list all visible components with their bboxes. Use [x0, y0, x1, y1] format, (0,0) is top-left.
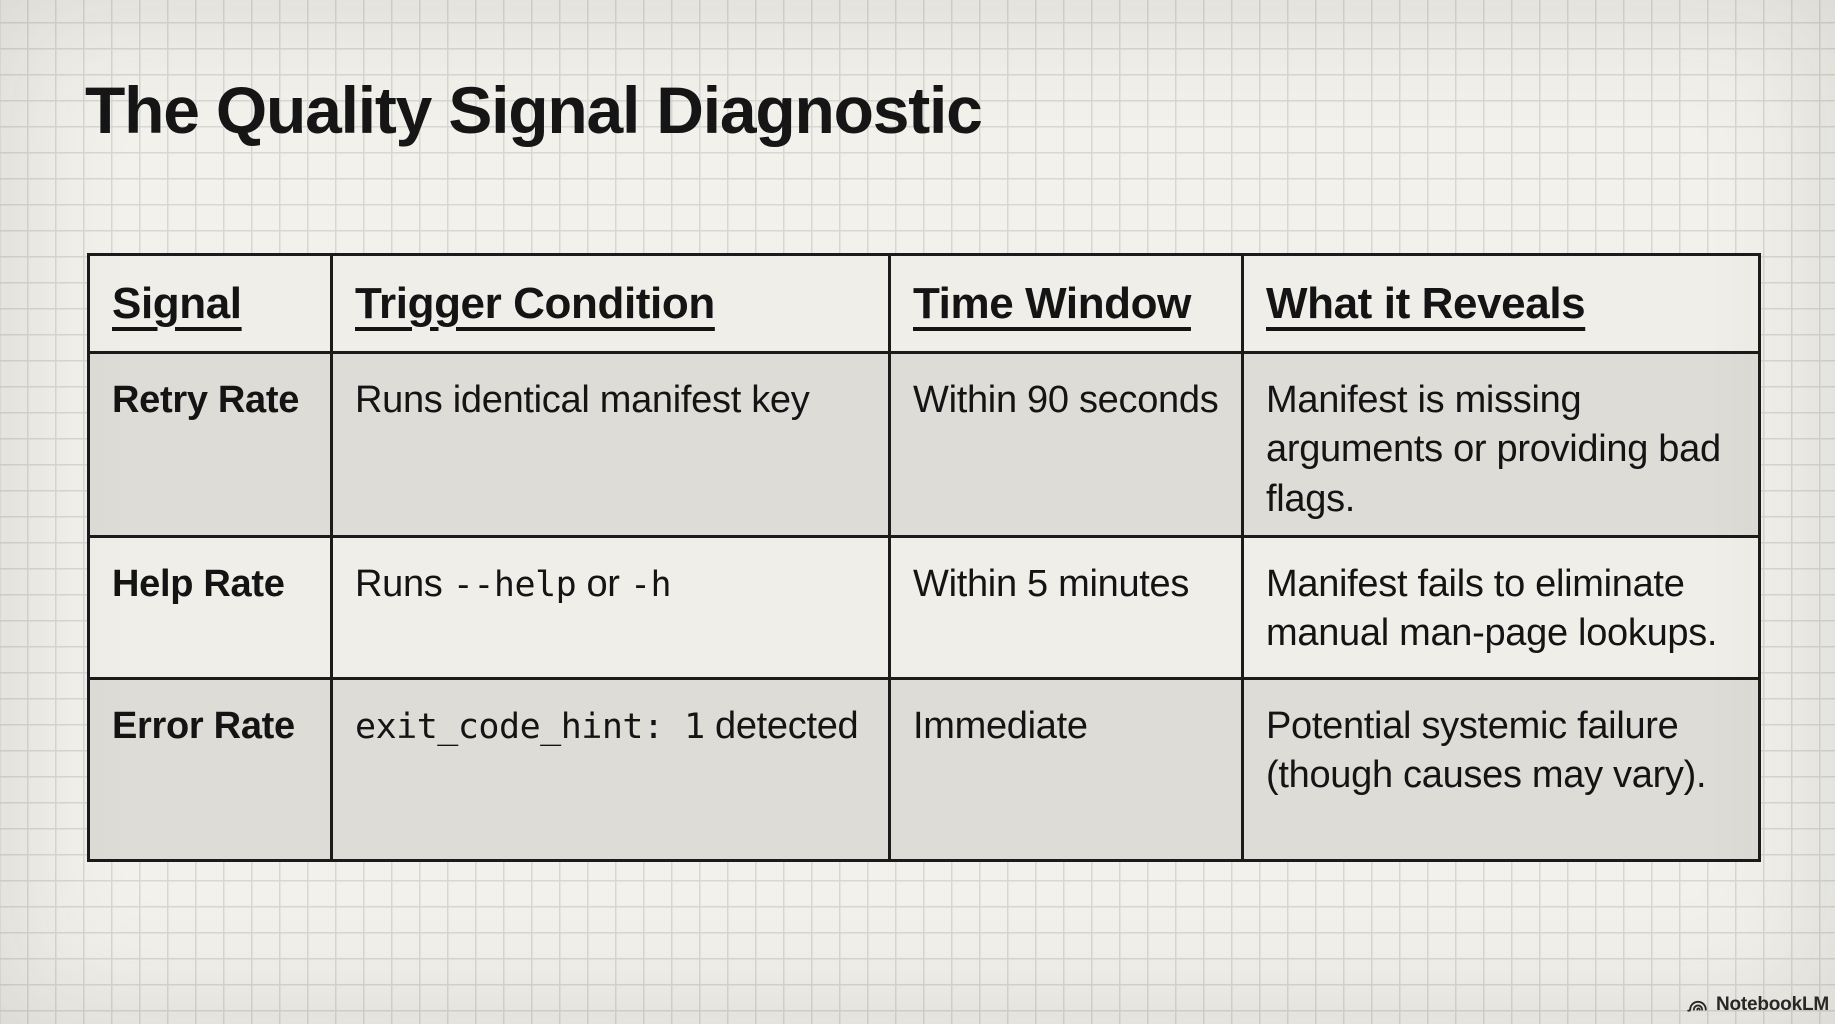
cell-trigger-condition: Runs --help or -h	[330, 535, 891, 680]
plain-text: detected	[704, 705, 859, 747]
cell-time-window: Within 5 minutes	[888, 535, 1244, 680]
quality-signal-table: Signal Trigger Condition Time Window Wha…	[87, 253, 1761, 862]
column-header-signal: Signal	[87, 253, 333, 354]
table-row-retry-rate: Retry Rate Runs identical manifest key W…	[87, 351, 1761, 538]
page-title: The Quality Signal Diagnostic	[85, 73, 983, 147]
cell-trigger-condition: exit_code_hint: 1 detected	[330, 677, 891, 862]
cell-what-it-reveals: Potential systemic failure (though cause…	[1241, 677, 1761, 862]
notebooklm-logo-icon	[1687, 994, 1709, 1016]
cell-trigger-condition: Runs identical manifest key	[330, 351, 891, 538]
cell-signal: Retry Rate	[87, 351, 333, 538]
cell-signal: Help Rate	[87, 535, 333, 680]
column-header-time-window: Time Window	[888, 253, 1244, 354]
notebooklm-label: NotebookLM	[1715, 994, 1829, 1015]
notebooklm-watermark: NotebookLM	[1687, 994, 1829, 1016]
code-text: exit_code_hint: 1	[355, 707, 705, 747]
plain-text: Runs identical manifest key	[355, 379, 810, 421]
column-header-trigger-condition: Trigger Condition	[330, 253, 891, 354]
table-header-row: Signal Trigger Condition Time Window Wha…	[87, 253, 1761, 354]
cell-what-it-reveals: Manifest fails to eliminate manual man-p…	[1241, 535, 1761, 680]
table-row-error-rate: Error Rate exit_code_hint: 1 detected Im…	[87, 677, 1761, 862]
code-text: --help	[452, 565, 577, 605]
cell-time-window: Immediate	[888, 677, 1244, 862]
code-text: -h	[629, 565, 672, 605]
cell-signal: Error Rate	[87, 677, 333, 862]
cell-what-it-reveals: Manifest is missing arguments or providi…	[1241, 351, 1761, 538]
plain-text: or	[576, 563, 630, 605]
cell-time-window: Within 90 seconds	[888, 351, 1244, 538]
table-row-help-rate: Help Rate Runs --help or -h Within 5 min…	[87, 535, 1761, 680]
column-header-what-it-reveals: What it Reveals	[1241, 253, 1761, 354]
plain-text: Runs	[355, 563, 453, 605]
